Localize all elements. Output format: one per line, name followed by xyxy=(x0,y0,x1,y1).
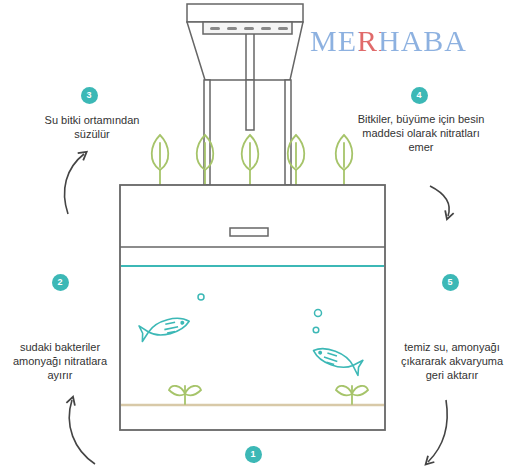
grow-bed-edge xyxy=(120,246,385,248)
callout-number: 3 xyxy=(81,87,98,104)
lamp-hood xyxy=(187,22,303,80)
cycle-arrow xyxy=(430,186,449,216)
gravel-line xyxy=(121,404,384,407)
callout-number: 5 xyxy=(442,274,459,291)
fish-tank xyxy=(120,185,385,430)
fish xyxy=(310,345,363,376)
lamp-post xyxy=(246,80,254,130)
grow-lamp xyxy=(187,4,303,185)
cycle-arrow xyxy=(65,154,84,214)
drawer-handle xyxy=(230,228,268,236)
cycle-arrows xyxy=(65,154,450,464)
plants xyxy=(152,135,353,185)
fish xyxy=(139,315,191,341)
callout-number: 1 xyxy=(245,446,262,463)
bubbles xyxy=(198,294,322,333)
lamp-post xyxy=(285,80,291,185)
callout-number: 4 xyxy=(411,87,428,104)
watermark: MERHABA xyxy=(310,24,467,58)
cycle-arrow xyxy=(69,400,95,464)
step-text: Bitkiler, büyüme için besin maddesi olar… xyxy=(357,112,485,154)
step-text: Su bitki ortamından süzülür xyxy=(27,113,157,141)
callout-number: 2 xyxy=(52,274,69,291)
lamp-strip xyxy=(203,22,292,34)
lamp-top xyxy=(187,4,303,22)
step-text: sudaki bakteriler amonyağı nitratlara ay… xyxy=(5,340,115,382)
step-text: temiz su, amonyağı çıkararak akvaryuma g… xyxy=(395,340,509,382)
cycle-arrow xyxy=(428,400,447,462)
lamp-divider xyxy=(245,34,247,80)
lamp-bulbs xyxy=(210,27,288,30)
aquarium-plants xyxy=(169,386,368,404)
water-line xyxy=(121,265,384,267)
lamp-divider xyxy=(253,34,255,80)
